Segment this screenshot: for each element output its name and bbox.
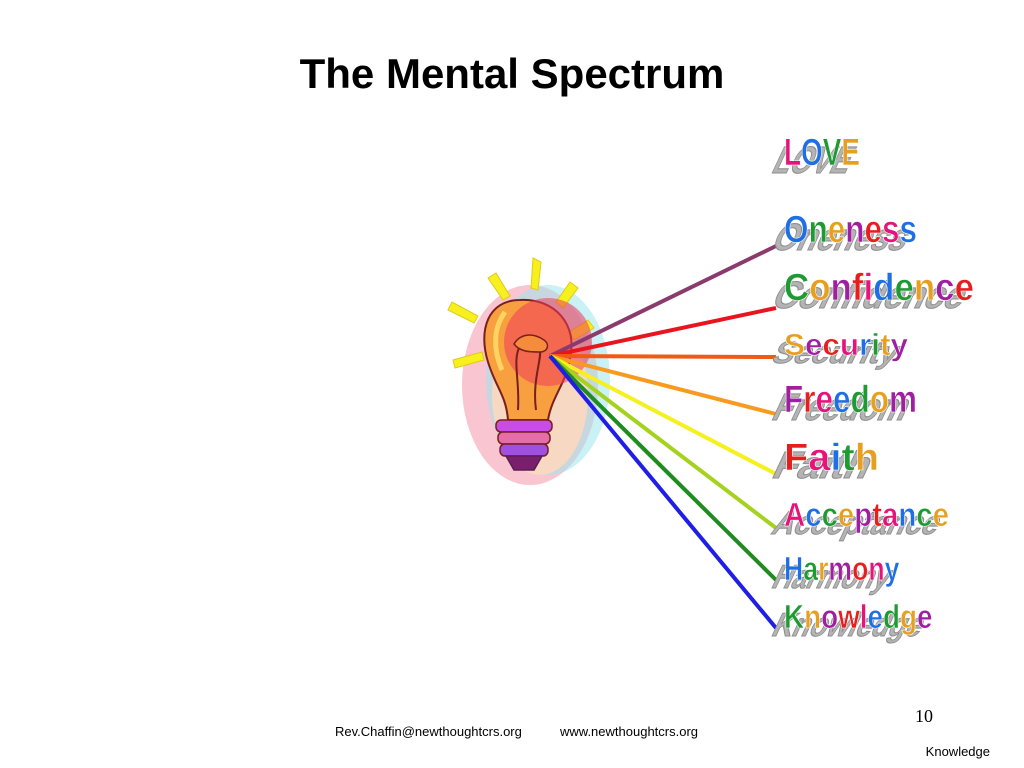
word-text: Oneness <box>784 209 917 251</box>
word-shadow: Knowledge <box>767 608 932 644</box>
ray-confidence <box>549 306 777 358</box>
spectrum-rays <box>548 244 778 630</box>
ray-faith <box>549 354 777 476</box>
word-shadow: Freedom <box>766 387 918 429</box>
word-shadow: Oneness <box>766 217 918 259</box>
word-shadow: Harmony <box>767 560 900 596</box>
corner-label: Knowledge <box>925 744 990 759</box>
word-shadow: Confidence <box>766 275 975 317</box>
word-text: Freedom <box>784 379 917 421</box>
page-number: 10 <box>915 706 933 726</box>
word-shadow: Security <box>767 335 907 370</box>
lightbulb-icon <box>447 257 610 485</box>
ray-oneness <box>549 244 777 358</box>
word-text: Acceptance <box>784 496 949 533</box>
word-shadow: Faith <box>766 445 880 487</box>
ray-freedom <box>549 354 777 416</box>
slide-title: The Mental Spectrum <box>299 50 725 97</box>
footer-email: Rev.Chaffin@newthoughtcrs.org <box>335 724 522 739</box>
ray-harmony <box>548 354 778 582</box>
ray-security <box>549 354 777 359</box>
word-text: Knowledge <box>784 598 933 635</box>
word-text: Harmony <box>784 550 900 587</box>
word-text: LOVE <box>784 132 860 174</box>
word-shadow: Acceptance <box>767 506 949 542</box>
word-text: Security <box>784 327 909 362</box>
footer-url: www.newthoughtcrs.org <box>560 724 699 739</box>
ray-knowledge <box>548 354 778 630</box>
word-text: Confidence <box>784 267 974 309</box>
word-text: Faith <box>784 437 879 479</box>
ray-acceptance <box>548 354 778 530</box>
